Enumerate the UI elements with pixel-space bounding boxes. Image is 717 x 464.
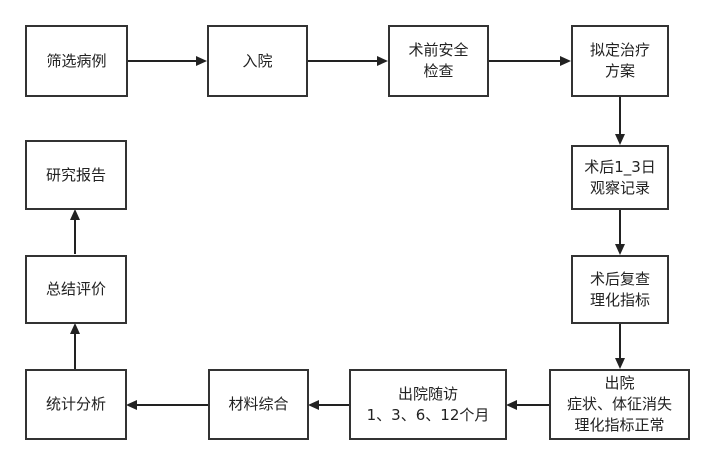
arrowhead <box>506 400 517 410</box>
node-screen-cases: 筛选病例 <box>25 25 128 97</box>
arrowhead <box>377 56 388 66</box>
arrowhead <box>308 400 319 410</box>
node-followup: 出院随访 1、3、6、12个月 <box>349 369 507 440</box>
node-statistical-analysis: 统计分析 <box>25 369 127 440</box>
node-postop-observation: 术后1_3日 观察记录 <box>571 145 669 210</box>
arrowhead <box>615 244 625 255</box>
arrowhead <box>70 323 80 334</box>
arrowhead <box>196 56 207 66</box>
arrowhead <box>560 56 571 66</box>
node-treatment-plan: 拟定治疗 方案 <box>571 25 669 97</box>
arrowhead <box>70 209 80 220</box>
arrowhead <box>126 400 137 410</box>
arrowhead <box>615 134 625 145</box>
node-research-report: 研究报告 <box>25 140 127 210</box>
node-preop-safety-check: 术前安全 检查 <box>388 25 489 97</box>
node-material-synthesis: 材料综合 <box>208 369 309 440</box>
node-postop-recheck: 术后复查 理化指标 <box>571 255 669 324</box>
node-discharge: 出院 症状、体征消失 理化指标正常 <box>549 369 690 440</box>
arrowhead <box>615 358 625 369</box>
node-summary-evaluation: 总结评价 <box>25 255 127 324</box>
node-admission: 入院 <box>207 25 308 97</box>
